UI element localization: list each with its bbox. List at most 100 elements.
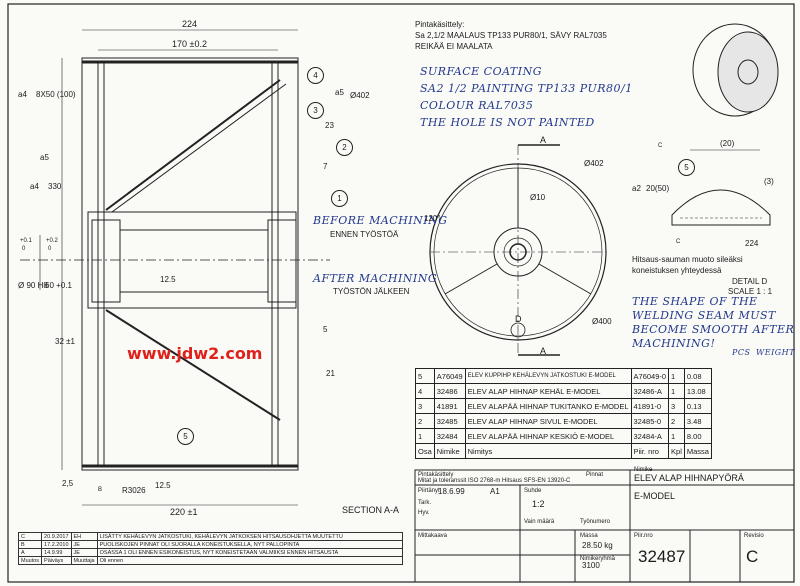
balloon-2: 2 — [336, 139, 353, 156]
hand-note-1: SURFACE COATING — [420, 65, 543, 78]
dim-224: 224 — [182, 19, 198, 29]
section-mark-a-top: A — [540, 135, 547, 145]
tol-plus: +0.1 — [20, 238, 32, 244]
left-plate — [97, 61, 105, 467]
tb-revision: C — [746, 547, 759, 566]
dim-23: 23 — [325, 121, 334, 130]
tb-massa: Massa — [580, 533, 598, 539]
tb-vain: Vain määrä — [524, 519, 555, 525]
weld-fi-2: koneistuksen yhteydessä — [632, 266, 722, 275]
balloon-3: 3 — [307, 102, 324, 119]
weld-en-3: BECOME SMOOTH AFTER — [632, 323, 795, 336]
dim-7: 7 — [323, 162, 328, 171]
dim-2-5: 2,5 — [62, 479, 74, 488]
detail-mark-d: D — [515, 314, 522, 324]
dim-220: 220 ±1 — [170, 507, 198, 517]
tb-pinta: Pintakäsittely — [418, 472, 454, 478]
tb-suhde: Suhde — [524, 488, 542, 494]
marker-c1: C — [658, 143, 663, 149]
tb-piirtanyt: Piirtänyt — [418, 488, 440, 494]
strut-top — [105, 79, 281, 211]
tol-zero2: 0 — [48, 246, 52, 252]
right-plate — [271, 61, 279, 467]
balloon-1: 1 — [331, 190, 348, 207]
section-mark-a-bottom: A — [540, 346, 547, 356]
hub-right-flange — [267, 219, 297, 303]
dim-90: Ø 90 H8 — [18, 281, 48, 290]
balloon-4: 4 — [307, 67, 324, 84]
pinta-line1: Sa 2,1/2 MAALAUS TP133 PUR80/1, SÄVY RAL… — [415, 31, 607, 40]
balloon-5-detail: 5 — [678, 159, 695, 176]
roughness-12-5: 12.5 — [160, 275, 176, 284]
hub-left-flange — [91, 219, 121, 303]
hand-note-4: THE HOLE IS NOT PAINTED — [420, 116, 595, 129]
marker-b: B — [98, 487, 103, 493]
weld-en-4: MACHINING! — [632, 337, 716, 350]
tb-nimike: Nimike — [634, 467, 653, 473]
tb-code: 3100 — [582, 561, 600, 570]
tb-mittakaava: Mittakaava — [418, 533, 448, 539]
marker-c2: C — [676, 239, 681, 245]
tb-drawing-no: 32487 — [638, 547, 686, 566]
tb-title-2: E-MODEL — [634, 491, 676, 501]
pinta-title: Pintakäsittely: — [415, 20, 465, 29]
weld-en-1: THE SHAPE OF THE — [632, 295, 758, 308]
tol-zero: 0 — [22, 246, 26, 252]
hand-note-2: SA2 1/2 PAINTING TP133 PUR80/1 — [420, 82, 633, 95]
sheet-border — [7, 3, 795, 583]
end-dim-400: Ø400 — [592, 317, 612, 326]
after-en: AFTER MACHINING — [313, 272, 438, 285]
weld-a5-top: a5 — [335, 88, 344, 97]
section-outline — [81, 57, 299, 471]
detail-dim-224: 224 — [745, 239, 759, 248]
dim-32: 32 ±1 — [55, 337, 75, 346]
detail-label: DETAIL D — [732, 277, 768, 286]
after-fi: TYÖSTÖN JÄLKEEN — [333, 287, 410, 296]
dim-402: Ø402 — [350, 91, 370, 100]
tol-plus2: +0.2 — [46, 238, 58, 244]
dim-330: 330 — [48, 182, 62, 191]
watermark: www.jdw2.com — [127, 344, 263, 363]
tb-nimikeryhma: Nimikeryhmä — [580, 556, 616, 562]
hand-note-3: COLOUR RAL7035 — [420, 99, 534, 112]
detail-scale: SCALE 1 : 1 — [728, 287, 773, 296]
dim-170: 170 ±0.2 — [172, 39, 207, 49]
pinta-line2: REIKÄÄ EI MAALATA — [415, 42, 493, 51]
dim-8x50: 8X50 (100) — [36, 90, 76, 99]
tb-size: A1 — [490, 487, 500, 496]
weld-a4-top: a4 — [18, 90, 27, 99]
weld-fi-1: Hitsaus-sauman muoto sileäksi — [632, 255, 743, 264]
roughness-12-5b: 12.5 — [155, 481, 171, 490]
dim-5: 5 — [323, 325, 328, 334]
dim-60: 60 +0.1 — [45, 281, 72, 290]
tb-standard: Mitat ja toleranssit ISO 2768-m Hitsaus … — [418, 478, 571, 484]
balloon-5: 5 — [177, 428, 194, 445]
tb-scale: 1:2 — [532, 499, 545, 509]
detail-dim-2050: 20(50) — [646, 184, 670, 193]
weld-a5-left: a5 — [40, 153, 49, 162]
detail-dim-3: (3) — [764, 177, 774, 186]
weight-label: WEIGHT — [756, 348, 795, 357]
tb-tyonumero: Työnumero — [580, 519, 611, 525]
dim-21: 21 — [326, 369, 335, 378]
tb-hyv: Hyv. — [418, 510, 430, 516]
tb-mass: 28.50 kg — [582, 541, 613, 550]
tb-title-1: ELEV ALAP HIHNAPYÖRÄ — [634, 473, 744, 483]
detail-weld-a2: a2 — [632, 184, 641, 193]
detail-dim-20: (20) — [720, 139, 735, 148]
section-label: SECTION A-A — [342, 505, 400, 515]
before-en: BEFORE MACHINING — [313, 214, 448, 227]
end-dim-10: Ø10 — [530, 193, 546, 202]
